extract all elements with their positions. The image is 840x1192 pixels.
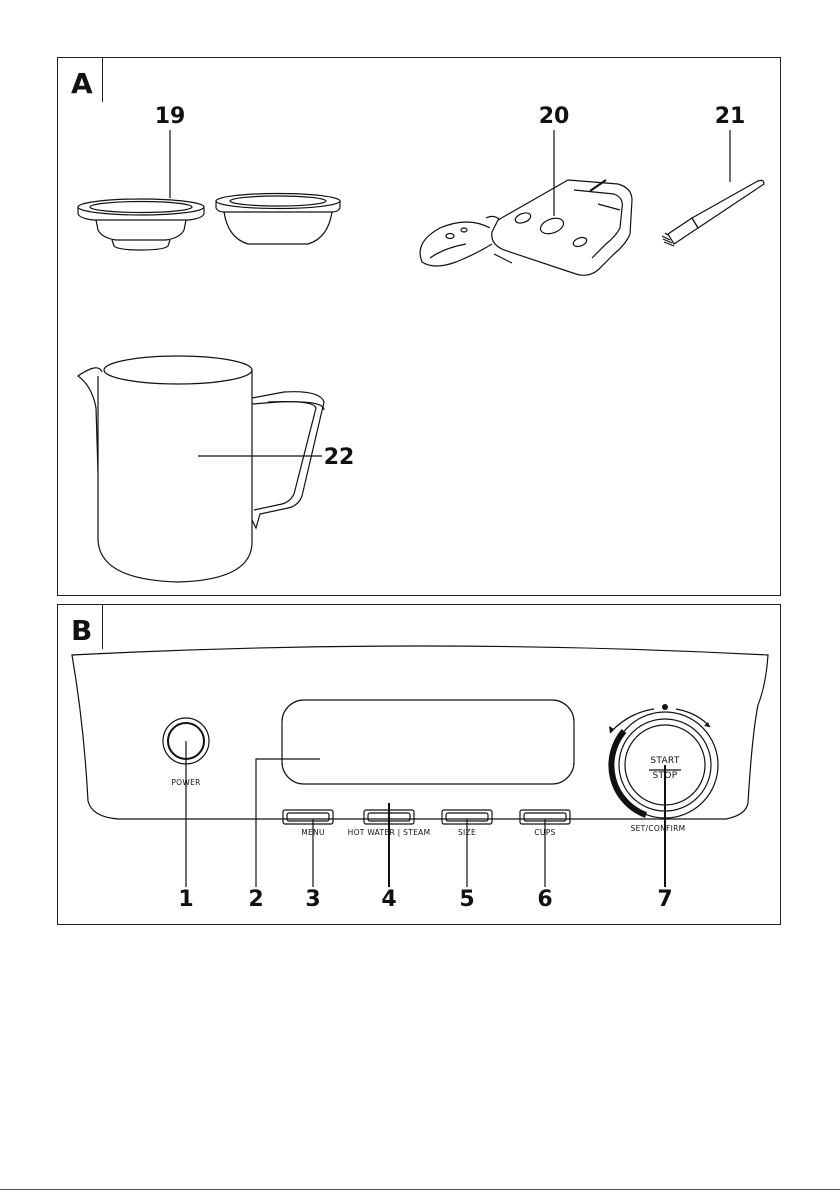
menu-button[interactable] (283, 810, 333, 824)
callout-6: 6 (537, 889, 552, 911)
leader-2 (256, 759, 320, 887)
start-label: START (650, 757, 679, 766)
power-label: POWER (171, 779, 200, 787)
callout-5: 5 (459, 889, 474, 911)
cups-label: CUPS (534, 829, 555, 837)
page-bottom-rule (0, 1189, 840, 1190)
callout-3: 3 (305, 889, 320, 911)
size-label: SIZE (458, 829, 476, 837)
menu-label: MENU (301, 829, 325, 837)
panel-b: B (57, 604, 781, 925)
panel-a: A 19 20 21 22 (57, 57, 781, 596)
panel-a-drawing (58, 58, 782, 597)
stop-label: STOP (653, 772, 678, 781)
callout-4: 4 (381, 889, 396, 911)
callout-7: 7 (657, 889, 672, 911)
cleaning-brush-icon (662, 180, 764, 246)
display (282, 700, 574, 784)
tamper-tool-icon (420, 180, 632, 275)
milk-jug-icon (78, 356, 324, 582)
callout-2: 2 (248, 889, 263, 911)
filter-basket-double-icon (216, 194, 340, 245)
filter-basket-single-icon (78, 199, 204, 250)
callout-1: 1 (178, 889, 193, 911)
set-confirm-label: SET/CONFIRM (631, 825, 686, 833)
hot-water-steam-label: HOT WATER | STEAM (348, 829, 431, 837)
